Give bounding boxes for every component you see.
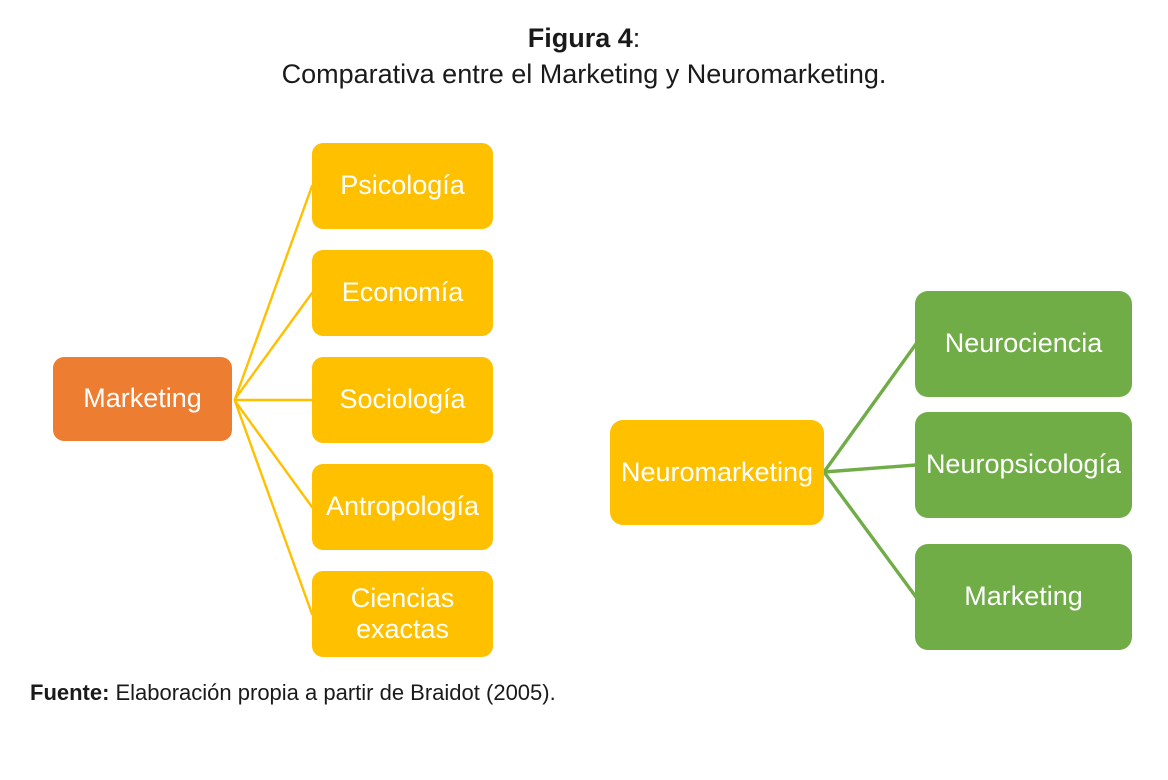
source-label: Fuente: (30, 680, 110, 705)
neuromarketing-child-marketing: Marketing (915, 544, 1132, 650)
figure-number-line: Figura 4: (0, 20, 1168, 56)
neuromarketing-connectors (822, 342, 918, 599)
source-text: Elaboración propia a partir de Braidot (… (115, 680, 556, 705)
marketing-child-ciencias-exactas: Ciencias exactas (312, 571, 493, 657)
source-note: Fuente:Elaboración propia a partir de Br… (30, 680, 556, 706)
figure-subtitle: Comparativa entre el Marketing y Neuroma… (281, 59, 887, 90)
marketing-child-antropologia: Antropología (312, 464, 493, 550)
neuromarketing-child-neurociencia: Neurociencia (915, 291, 1132, 397)
marketing-connectors (233, 184, 314, 616)
figure-number: Figura 4 (527, 23, 633, 53)
figure-number-colon: : (632, 23, 641, 53)
figure-caption: Figura 4: Comparativa entre el Marketing… (0, 20, 1168, 93)
marketing-child-economia: Economía (312, 250, 493, 336)
marketing-root-node: Marketing (53, 357, 232, 441)
marketing-child-psicologia: Psicología (312, 143, 493, 229)
neuromarketing-child-neuropsicologia: Neuropsicología (915, 412, 1132, 518)
marketing-child-sociologia: Sociología (312, 357, 493, 443)
neuromarketing-root-node: Neuromarketing (610, 420, 824, 525)
